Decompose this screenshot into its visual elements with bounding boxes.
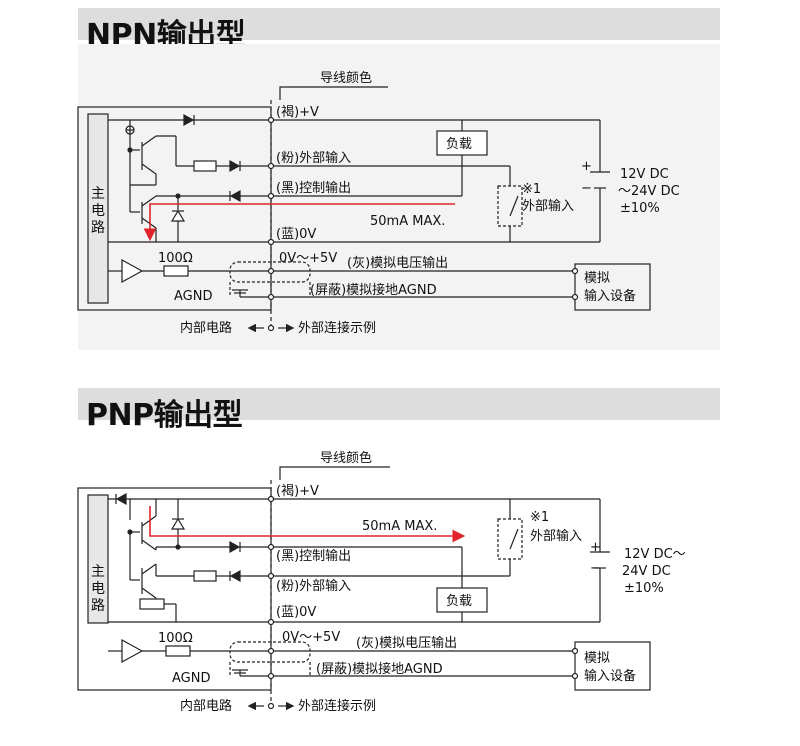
npn-wire-pink: (粉)外部输入 [276,150,351,166]
npn-analog-range: 0V～+5V [279,251,337,266]
npn-analog-resistor [163,265,189,277]
npn-wire-color-header: 导线颜色 [320,70,372,86]
npn-note-mark: ※1 [522,182,541,197]
npn-agnd-label: AGND [174,289,212,304]
pnp-wire-color-bracket [279,466,390,480]
pnp-supply-line-3: ±10% [624,581,664,596]
pnp-wire-black: (黑)控制输出 [276,548,351,564]
npn-switch [509,195,519,217]
npn-device-line-1: 模拟 [584,271,610,286]
npn-shield-cable [229,261,311,283]
pnp-diode-input [229,569,241,583]
npn-wire-gray: (灰)模拟电压输出 [347,255,448,271]
pnp-current-arrow [149,506,466,543]
npn-amplifier [121,258,144,284]
npn-main-circuit-block [87,113,109,304]
pnp-input-resistor [193,570,217,582]
npn-current-arrow [143,203,455,242]
npn-diagram-panel [78,44,720,350]
npn-device-line-2: 输入设备 [584,288,636,304]
npn-diagram [77,86,651,333]
npn-supply-line-3: ±10% [620,201,660,216]
pnp-diagram [77,466,651,711]
pnp-switch [509,528,519,550]
pnp-agnd-label: AGND [172,671,210,686]
npn-external-input: 外部输入 [522,198,574,214]
pnp-device-line-1: 模拟 [584,651,610,666]
npn-load-label: 负载 [446,137,472,152]
pnp-load-box [436,587,488,613]
npn-main-circuit-char-2: 电 [91,203,105,219]
npn-external-input-box [497,185,523,227]
pnp-analog-resistor [165,645,191,657]
pnp-section-title: PNP输出型 [86,398,243,433]
pnp-load-label: 负载 [446,594,472,609]
npn-wire-black: (黑)控制输出 [276,180,351,196]
npn-supply-line-1: 12V DC [620,167,669,182]
npn-wire-color-bracket [279,86,388,100]
npn-diode-output [229,189,241,203]
pnp-main-circuit-char-3: 路 [91,598,105,614]
pnp-wire-blue: (蓝)0V [276,605,316,620]
pnp-analog-device-box [574,641,651,691]
pnp-diode-supply [115,492,127,506]
pnp-supply-line-2: 24V DC [622,564,671,579]
pnp-wire-gray: (灰)模拟电压输出 [356,635,457,651]
pnp-supply-minus: − [590,561,601,576]
pnp-diode-output [229,540,241,554]
pnp-shield-cable [229,641,311,663]
pnp-wire-color-header: 导线颜色 [320,450,372,466]
npn-analog-device-box [574,263,651,311]
pnp-supply-line-1: 12V DC～ [624,547,686,562]
pnp-current-label: 50mA MAX. [362,519,437,534]
npn-supply-plus: + [581,159,592,174]
npn-main-circuit-char-1: 主 [91,186,105,202]
npn-load-box [436,130,488,156]
pnp-wire-pink: (粉)外部输入 [276,578,351,594]
npn-supply-line-2: ～24V DC [618,184,680,199]
npn-wire-blue: (蓝)0V [276,227,316,242]
pnp-wire-shield: (屏蔽)模拟接地AGND [316,661,443,677]
pnp-external-input-box [497,518,523,560]
npn-resistor-label: 100Ω [158,251,193,266]
npn-diode-supply [183,113,195,127]
pnp-internal-circuit-label: 内部电路 [180,698,232,714]
npn-diode-input [229,159,241,173]
npn-zener-diode [170,209,186,222]
pnp-section-header: PNP输出型 [78,388,720,433]
pnp-supply-plus: + [590,540,601,555]
npn-input-resistor [193,160,217,172]
pnp-main-circuit-char-1: 主 [91,564,105,580]
npn-external-example-label: 外部连接示例 [298,320,376,336]
pnp-resistor-label: 100Ω [158,631,193,646]
npn-wire-brown: (褐)+V [276,105,319,120]
pnp-external-input: 外部输入 [530,528,582,544]
pnp-main-circuit-block [87,494,109,624]
npn-wire-shield: (屏蔽)模拟接地AGND [310,282,437,298]
npn-supply-minus: − [581,181,592,196]
npn-internal-circuit-label: 内部电路 [180,320,232,336]
pnp-amplifier [121,638,144,664]
pnp-wire-brown: (褐)+V [276,484,319,499]
pnp-analog-range: 0V～+5V [282,630,340,645]
pnp-external-example-label: 外部连接示例 [298,698,376,714]
pnp-zener-diode [170,517,186,530]
npn-section-header: NPN输出型 [78,8,720,53]
npn-main-circuit-char-3: 路 [91,220,105,236]
pnp-device-line-2: 输入设备 [584,668,636,684]
pnp-main-circuit-char-2: 电 [91,581,105,597]
npn-current-label: 50mA MAX. [370,214,445,229]
pnp-note-mark: ※1 [530,510,549,525]
